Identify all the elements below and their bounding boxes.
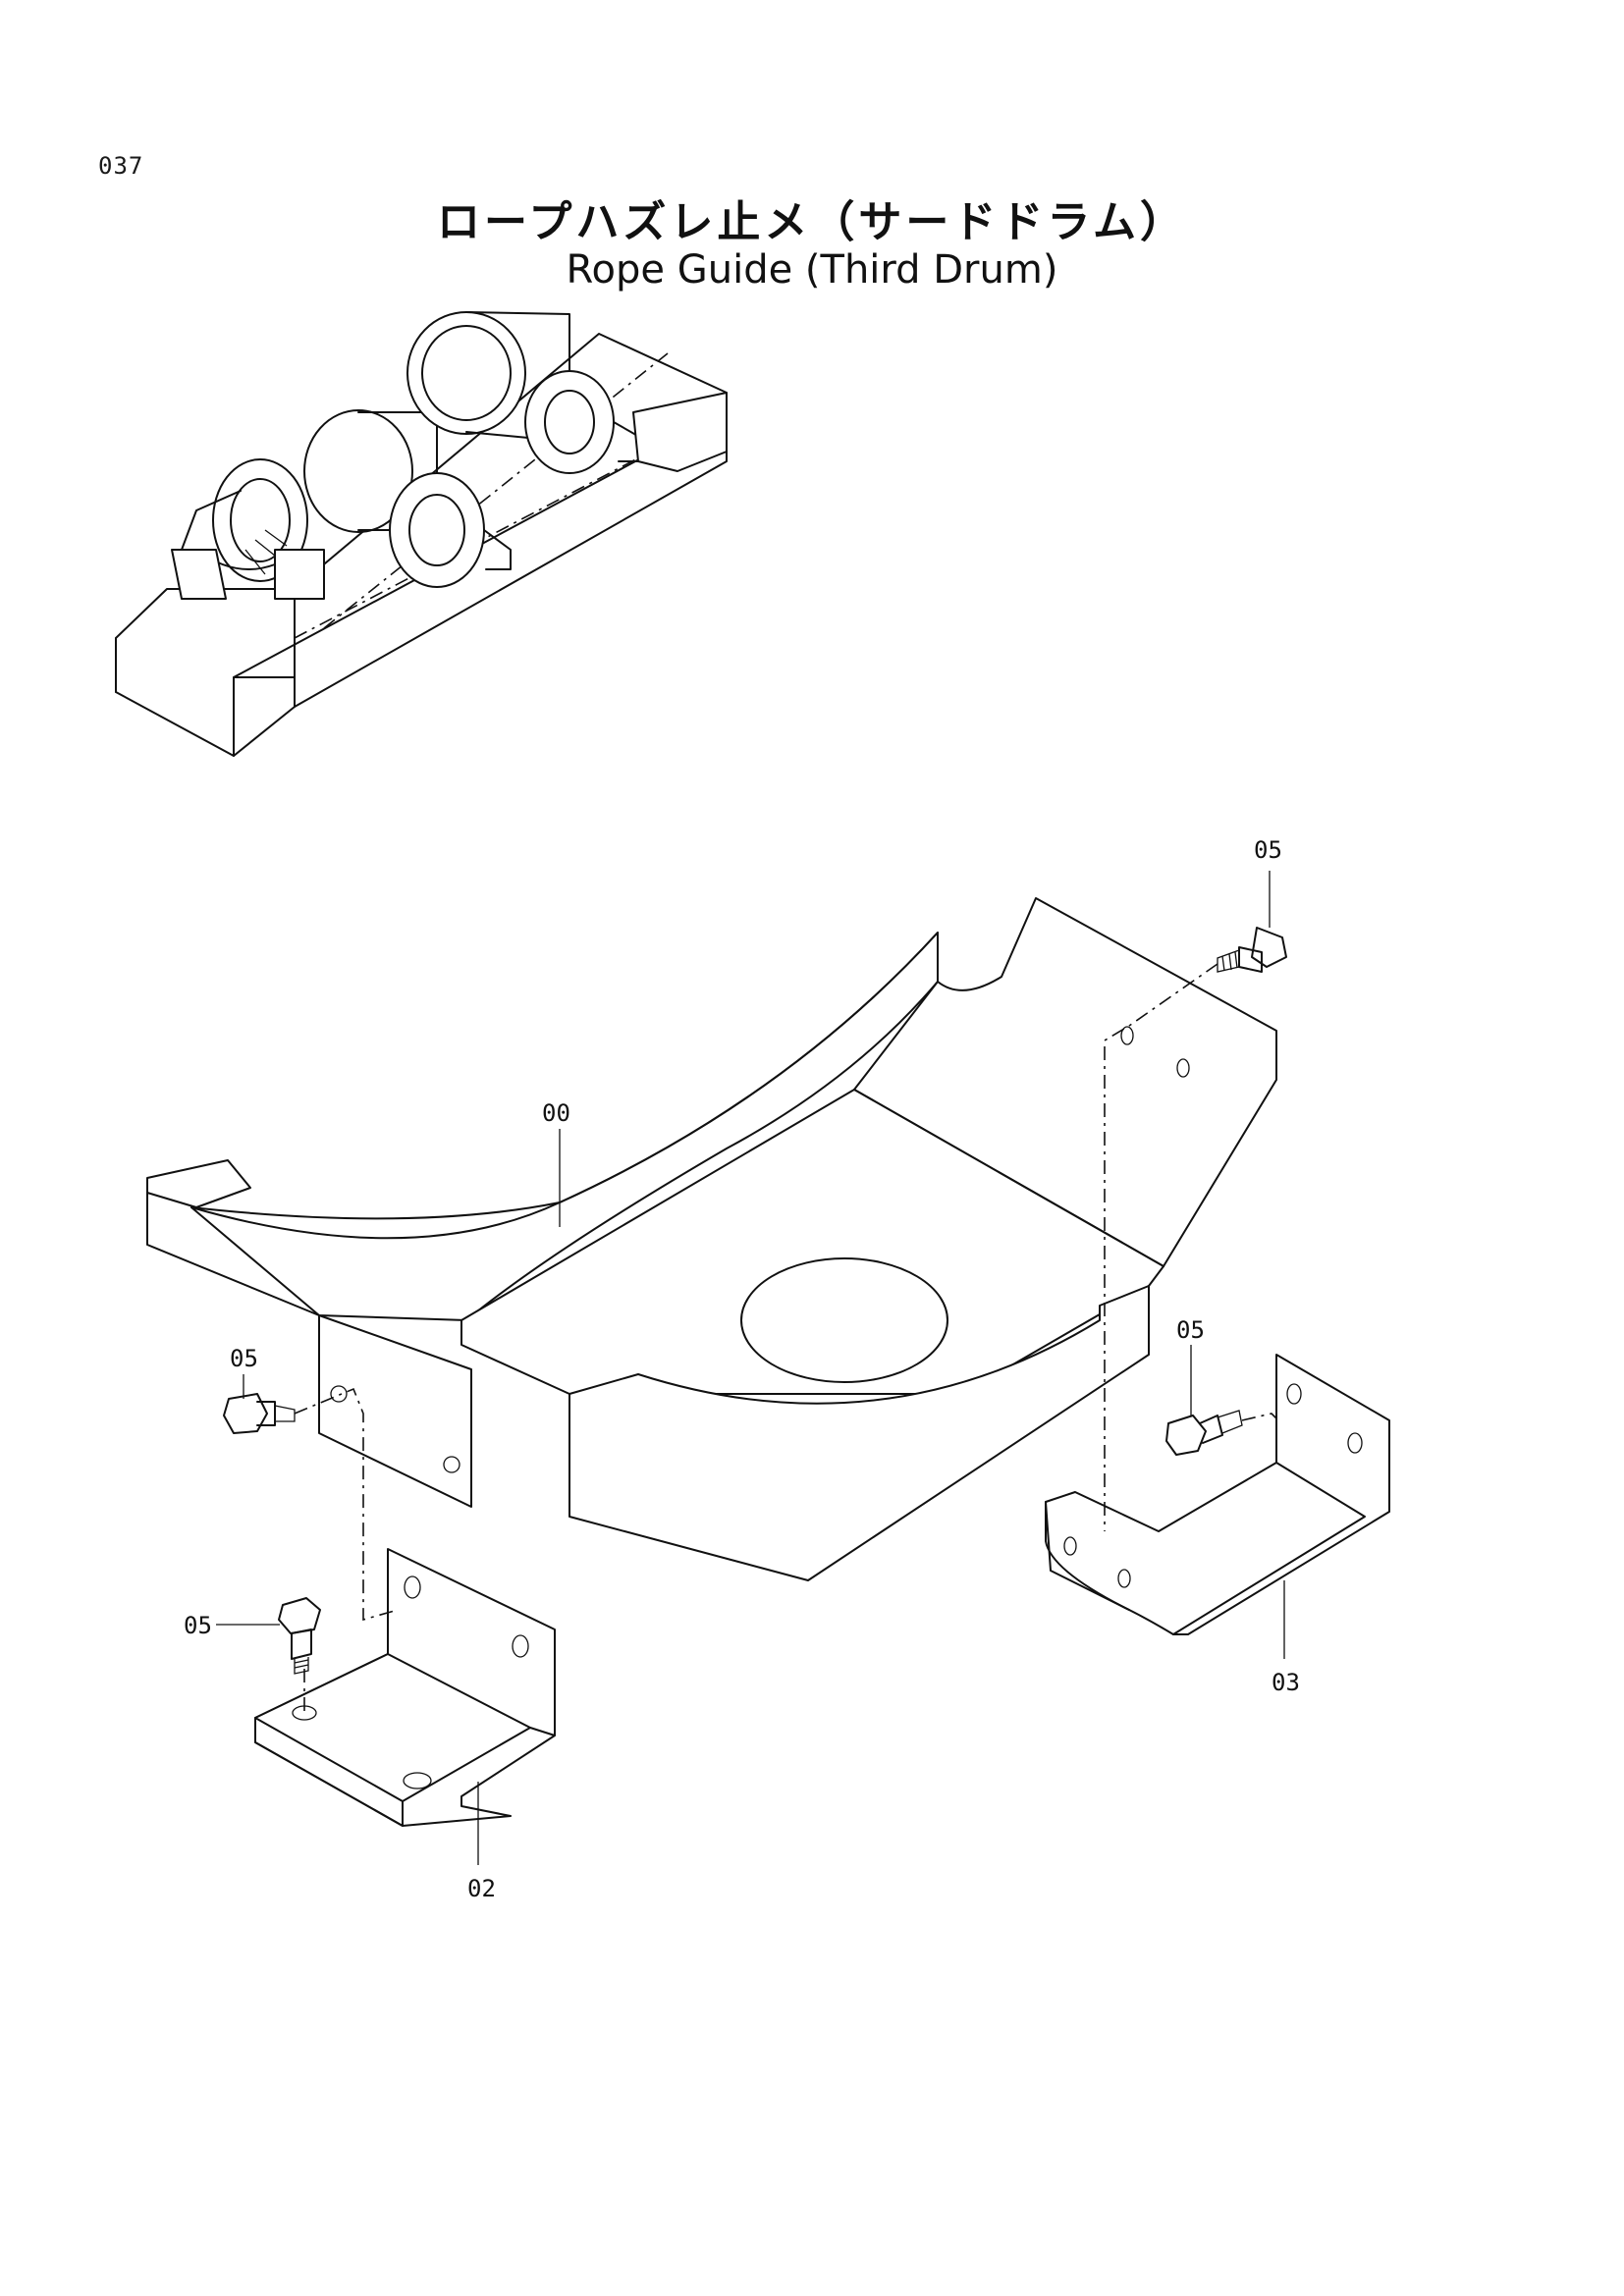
callout-03: 03 (1272, 1669, 1300, 1696)
bolt-05-top (1217, 927, 1287, 973)
leader-lines (216, 871, 1285, 1865)
callout-05-left: 05 (230, 1345, 258, 1372)
title-japanese: ロープハズレ止メ（サードドラム） (436, 197, 1188, 247)
callout-00: 00 (542, 1099, 570, 1127)
callout-05-top: 05 (1254, 836, 1282, 864)
callout-05-bottom: 05 (184, 1612, 212, 1639)
location-thumbnail (115, 311, 728, 757)
bracket-02 (254, 1548, 556, 1827)
rope-guide-main-part (146, 897, 1277, 1581)
bolt-05-right (1165, 1410, 1243, 1456)
callout-02: 02 (467, 1875, 496, 1902)
bolt-05-bottom (278, 1597, 321, 1675)
bracket-03 (1045, 1354, 1390, 1635)
page-number: 037 (98, 152, 144, 180)
assembly-guide-lines (294, 963, 1277, 1713)
callout-05-right: 05 (1176, 1316, 1205, 1344)
bolt-05-left (223, 1393, 296, 1434)
title-english: Rope Guide (Third Drum) (566, 247, 1058, 293)
